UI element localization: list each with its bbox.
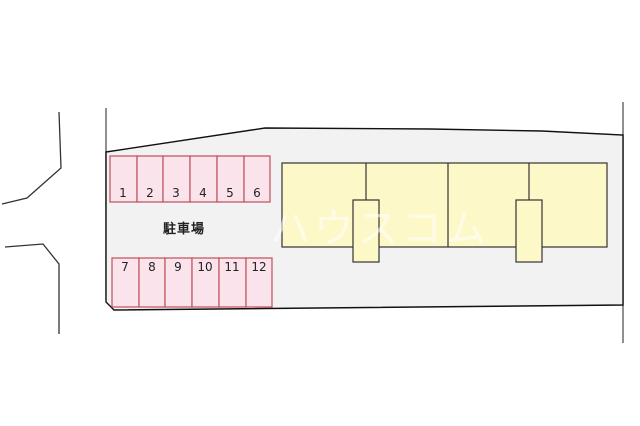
parking-space-12: 12 xyxy=(251,260,267,274)
parking-space-8: 8 xyxy=(148,260,156,274)
parking-lot-label: 駐車場 xyxy=(163,222,206,237)
parking-space-2: 2 xyxy=(146,186,154,200)
road-left xyxy=(1,111,62,334)
parking-space-9: 9 xyxy=(174,260,182,274)
stairwell-1 xyxy=(352,199,380,263)
parking-space-5: 5 xyxy=(226,186,234,200)
parking-bottom-row xyxy=(111,257,273,308)
parking-space-11: 11 xyxy=(224,260,240,274)
stairwell-2 xyxy=(515,199,543,263)
parking-space-4: 4 xyxy=(199,186,207,200)
parking-space-10: 10 xyxy=(197,260,213,274)
apartment-building xyxy=(281,162,608,263)
parking-top-row xyxy=(109,155,271,203)
parking-space-7: 7 xyxy=(121,260,129,274)
parking-space-6: 6 xyxy=(253,186,261,200)
parking-space-3: 3 xyxy=(172,186,180,200)
watermark: ハウスコム xyxy=(270,206,490,252)
parking-space-1: 1 xyxy=(119,186,127,200)
